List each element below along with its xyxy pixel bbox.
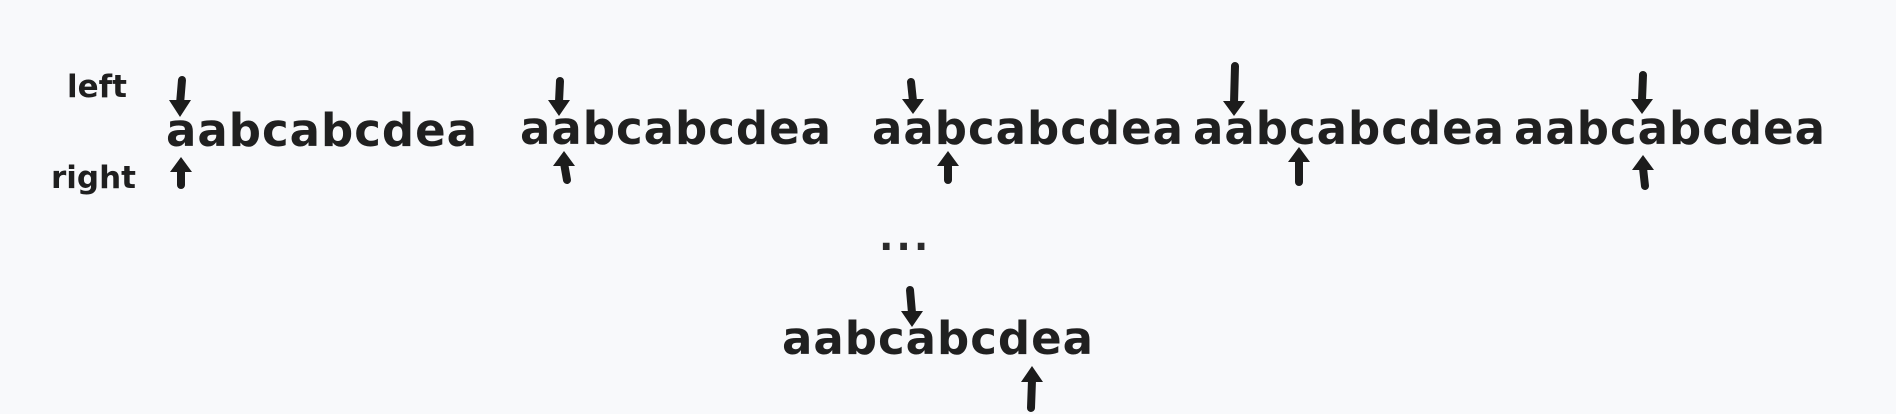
step-3-string: aabcabcdea bbox=[872, 102, 1184, 155]
step-2-string: aabcabcdea bbox=[520, 102, 832, 155]
step-5-string: aabcabcdea bbox=[1514, 102, 1826, 155]
final-right-arrow-icon bbox=[1021, 366, 1043, 412]
continuation-ellipsis: ... bbox=[879, 215, 932, 259]
final-step-string: aabcabcdea bbox=[782, 312, 1094, 365]
step-1-string: aabcabcdea bbox=[166, 104, 478, 157]
step-2-right-arrow-icon bbox=[553, 151, 575, 184]
left-pointer-label: left bbox=[67, 69, 127, 105]
step-3-right-arrow-icon bbox=[937, 151, 959, 184]
right-pointer-label: right bbox=[51, 160, 136, 196]
step-4-string: aabcabcdea bbox=[1193, 102, 1505, 155]
step-5-right-arrow-icon bbox=[1632, 155, 1654, 190]
step-1-right-arrow-icon bbox=[170, 157, 192, 189]
